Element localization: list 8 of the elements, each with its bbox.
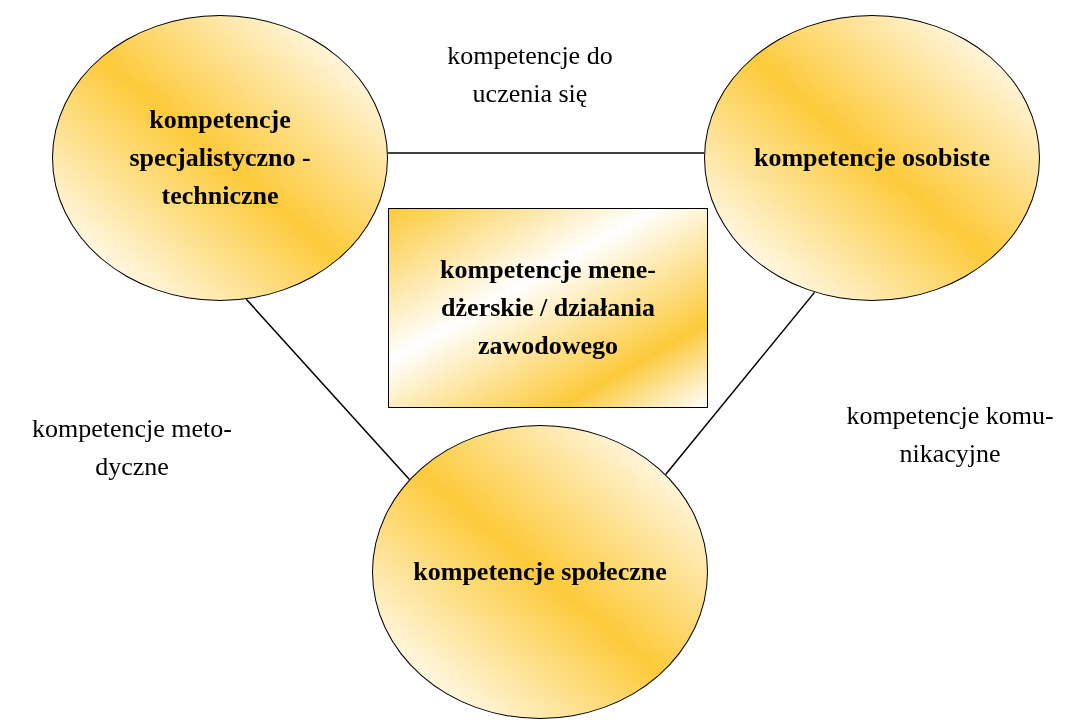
connector-line: [245, 298, 411, 481]
node-label: kompetencje społeczne: [412, 556, 668, 589]
node-label: kompetencje mene- dżerskie / działania zawodowego: [439, 254, 657, 362]
connector-line: [664, 291, 816, 476]
competence-box: [388, 208, 708, 408]
connector-line: [387, 152, 705, 154]
node-label: kompetencje osobiste: [752, 142, 992, 175]
node-label: kompetencje specjalistyczno - techniczne: [128, 104, 312, 212]
